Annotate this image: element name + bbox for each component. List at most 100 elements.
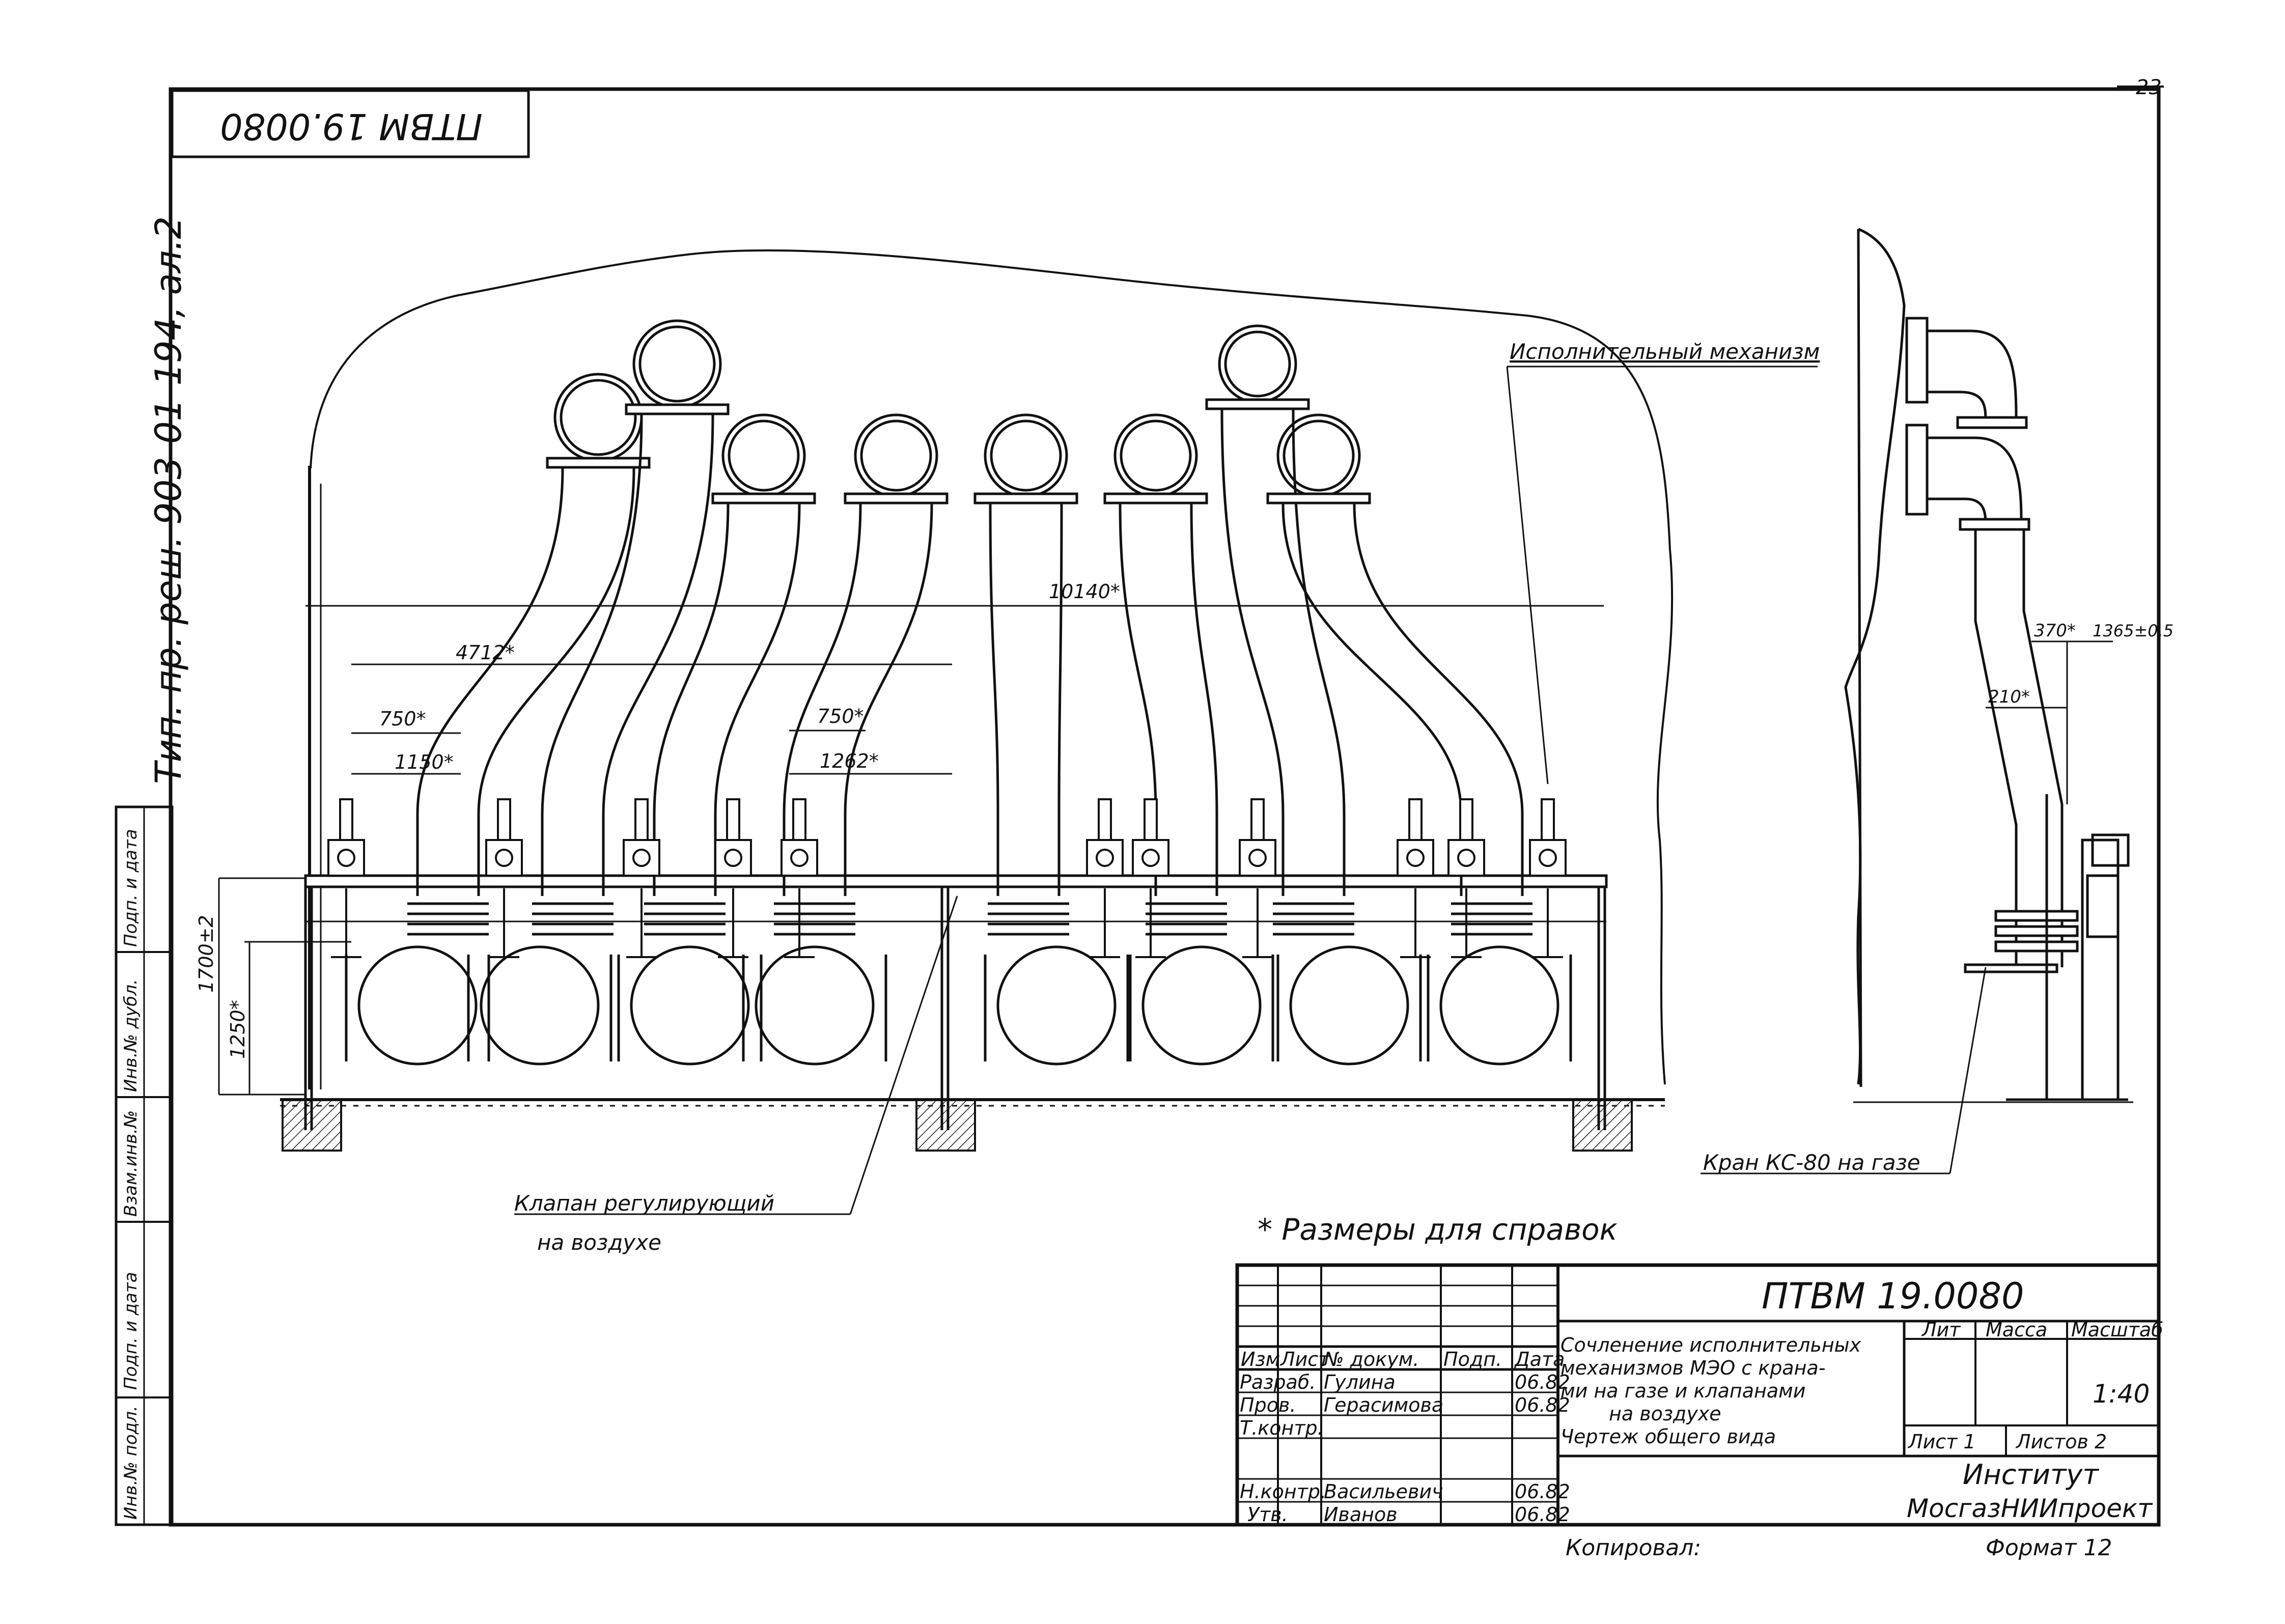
pipe-wall-a-3 [653, 503, 730, 896]
pipe-outlet-inner-6 [1120, 419, 1192, 492]
actuator-link-7 [1135, 888, 1166, 958]
dim-750-left: 750* [379, 708, 426, 730]
pipe-wall-b-3 [714, 503, 801, 896]
burner-6 [1141, 945, 1262, 1066]
row-tcontrol-role: Т.контр. [1240, 1417, 1324, 1439]
view-break-outline [310, 249, 1674, 1085]
row-develop-date: 06.82 [1515, 1371, 1570, 1393]
callout-actuator: Исполнительный механизм [1510, 339, 1820, 364]
pipe-flange-stack-2 [532, 902, 614, 936]
title-line-5: Чертеж общего вида [1561, 1425, 1776, 1448]
title-block [1235, 1263, 2161, 1527]
burner-2 [480, 945, 600, 1066]
row-check-role: Пров. [1240, 1394, 1296, 1416]
actuator-dial-3 [632, 849, 651, 867]
burner-housing-3 [617, 955, 763, 1061]
copied-label: Копировал: [1566, 1535, 1701, 1561]
label-scale: Масштаб [2071, 1319, 2163, 1341]
margin-label-sign-1: Подп. и дата [121, 1272, 141, 1390]
margin-label-replace: Взам.инв.№ [121, 1110, 141, 1217]
pipe-flange-stack-7 [1273, 902, 1354, 936]
burner-housing-6 [1129, 955, 1274, 1061]
pipe-outlet-inner-5 [990, 419, 1062, 492]
actuator-dial-6 [1096, 849, 1114, 867]
label-sheet: Лист 1 [1907, 1431, 1976, 1453]
gas-air-pipes [407, 319, 1532, 936]
dim-height-1250: 1250* [227, 1000, 249, 1059]
stamp-box [171, 89, 530, 158]
burner-housing-1 [345, 955, 490, 1061]
row-ncontrol-role: Н.контр. [1240, 1480, 1326, 1503]
actuator-link-9 [1400, 888, 1431, 958]
callout-gas-cock: Кран КС-80 на газе [1703, 1150, 1920, 1175]
burner-5 [996, 945, 1117, 1066]
burner-4 [755, 945, 875, 1066]
margin-label-dup: Инв.№ дубл. [121, 979, 141, 1092]
pipe-flange-1 [546, 457, 651, 469]
actuator-stem-1 [339, 798, 353, 841]
actuator-link-2 [489, 888, 519, 958]
title-doc-code: ПТВМ 19.0080 [1762, 1275, 2024, 1317]
pipe-wall-b-6 [1190, 503, 1218, 896]
frame-beam [304, 874, 1608, 888]
burner-1 [357, 945, 478, 1066]
margin-label-sign-2: Подп. и дата [121, 829, 141, 947]
callout-air-valve-2: на воздухе [537, 1230, 661, 1255]
title-line-1: Сочленение исполнительных [1561, 1334, 1861, 1356]
actuators [327, 798, 1567, 958]
pipe-wall-a-6 [1119, 503, 1157, 896]
actuator-stem-7 [1144, 798, 1158, 841]
row-approve-role: Утв. [1247, 1503, 1288, 1526]
pipe-wall-b-7 [1292, 409, 1346, 896]
reference-note: * Размеры для справок [1258, 1212, 1618, 1247]
title-line-3: ми на газе и клапанами [1561, 1380, 1806, 1402]
label-mass: Масса [1986, 1319, 2047, 1341]
side-view [1844, 228, 2133, 1103]
row-develop-role: Разраб. [1240, 1371, 1316, 1393]
burner-7 [1289, 945, 1409, 1066]
sheet-number: 23 [2136, 76, 2162, 99]
actuator-body-2 [485, 839, 523, 877]
dimension-lines [218, 605, 1604, 1096]
pipe-flange-stack-8 [1451, 902, 1532, 936]
row-check-date: 06.82 [1515, 1394, 1570, 1416]
actuator-stem-10 [1459, 798, 1473, 841]
pipe-flange-stack-4 [774, 902, 855, 936]
header-izm: Изм [1241, 1348, 1280, 1370]
burner-3 [630, 945, 750, 1066]
pipe-outlet-1 [553, 373, 643, 462]
burner-housing-4 [742, 955, 887, 1061]
format-label: Формат 12 [1986, 1535, 2112, 1561]
row-approve-date: 06.82 [1515, 1503, 1570, 1526]
pipe-wall-b-1 [477, 468, 635, 896]
burner-housing-2 [467, 955, 612, 1061]
burner-8 [1439, 945, 1559, 1066]
org-line-2: МосгазНИИпроект [1907, 1494, 2153, 1523]
pipe-flange-7 [1205, 398, 1310, 410]
actuator-dial-7 [1141, 849, 1160, 867]
pipe-outlet-inner-1 [560, 379, 637, 456]
pipe-outlet-inner-8 [1283, 419, 1355, 492]
header-date: Дата [1514, 1348, 1565, 1370]
pipe-wall-b-5 [1057, 503, 1063, 896]
actuator-link-5 [784, 888, 815, 958]
pipe-wall-a-5 [989, 503, 999, 896]
foundation-right [1572, 1099, 1633, 1152]
pipe-wall-a-8 [1281, 503, 1463, 896]
pipe-outlet-6 [1113, 413, 1198, 498]
pipe-flange-stack-1 [407, 902, 489, 936]
actuator-link-1 [331, 888, 361, 958]
pipe-flange-stack-6 [1146, 902, 1227, 936]
header-sign: Подп. [1443, 1348, 1502, 1370]
pipe-flange-2 [625, 403, 730, 415]
actuator-dial-5 [790, 849, 809, 867]
callout-air-valve-1: Клапан регулирующий [514, 1191, 774, 1216]
pipe-wall-a-7 [1220, 409, 1285, 896]
actuator-body-6 [1086, 839, 1124, 877]
label-lit: Лит [1921, 1319, 1961, 1341]
actuator-stem-5 [792, 798, 806, 841]
foundation-center [915, 1099, 976, 1152]
actuator-stem-3 [634, 798, 649, 841]
actuator-link-6 [1090, 888, 1120, 958]
burner-housing-7 [1276, 955, 1422, 1061]
